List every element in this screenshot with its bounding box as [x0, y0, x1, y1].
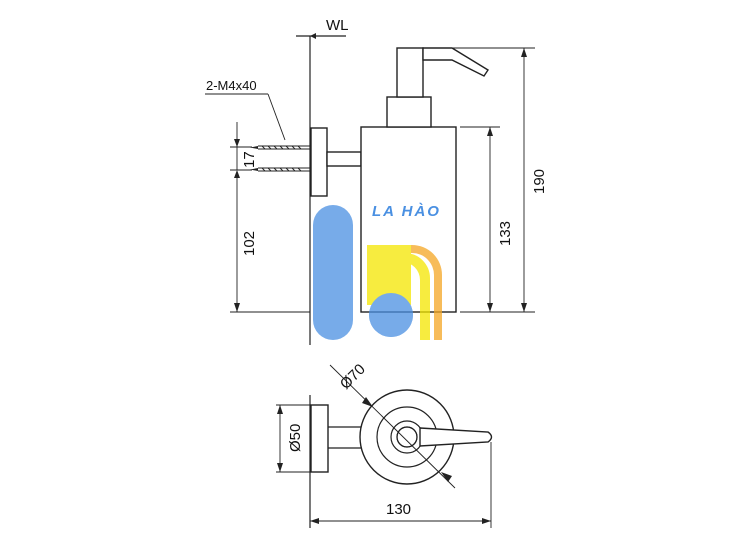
wall-label: WL [326, 17, 349, 34]
dim-130-label: 130 [386, 501, 411, 518]
pump-nozzle [422, 47, 489, 77]
arm [326, 151, 362, 167]
top-nozzle [419, 427, 493, 447]
dim-17-label: 17 [241, 151, 258, 168]
dim-phi70-leader [329, 364, 456, 489]
dim-133-label: 133 [497, 221, 514, 246]
top-plate [310, 404, 329, 473]
screw-label: 2-M4x40 [206, 78, 257, 93]
watermark-text: LA HÀO [372, 203, 441, 220]
dim-190-label: 190 [531, 169, 548, 194]
bottle-neck [386, 96, 432, 128]
pump-stem [396, 47, 424, 98]
wall-marker-arrow [310, 33, 316, 39]
dim-102-label: 102 [241, 231, 258, 256]
screw-leader [267, 93, 286, 141]
screws [250, 145, 311, 172]
wall-plate [310, 127, 328, 197]
dim-phi70-label: Ø70 [337, 361, 369, 393]
watermark-logo [313, 205, 442, 340]
dim-phi50-label: Ø50 [287, 424, 304, 452]
